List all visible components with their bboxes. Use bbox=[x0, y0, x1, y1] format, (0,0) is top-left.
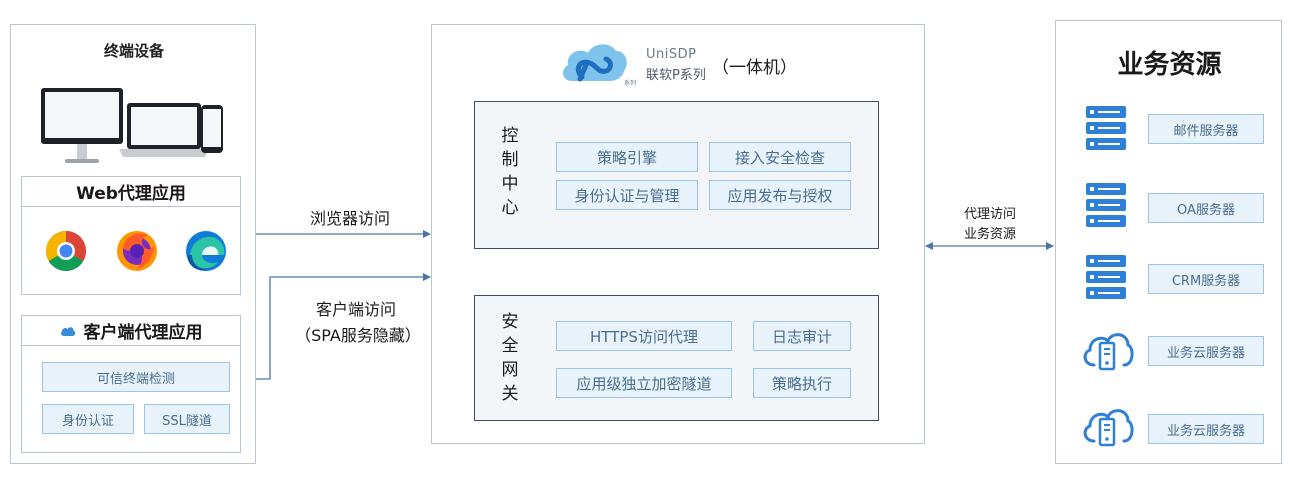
policy-enforcement-button[interactable]: 策略执行 bbox=[753, 368, 851, 398]
app-publish-authorize-button[interactable]: 应用发布与授权 bbox=[709, 180, 851, 210]
identity-auth-button[interactable]: 身份认证 bbox=[42, 404, 134, 434]
logo-sub-label: 系列 bbox=[624, 80, 637, 87]
server-icon bbox=[1086, 106, 1126, 150]
business-resources-panel: 业务资源 邮件服务器 OA服务器 CRM服务器 业务云服务器 业务云服务器 bbox=[1055, 20, 1282, 464]
ssl-tunnel-button[interactable]: SSL隧道 bbox=[144, 404, 230, 434]
https-proxy-button[interactable]: HTTPS访问代理 bbox=[556, 321, 732, 351]
browser-access-label: 浏览器访问 bbox=[309, 209, 390, 228]
edge-icon[interactable] bbox=[184, 229, 228, 273]
trusted-terminal-check-button[interactable]: 可信终端检测 bbox=[42, 362, 230, 392]
cloud-server-button[interactable]: 业务云服务器 bbox=[1148, 414, 1264, 444]
client-proxy-title-row: 客户端代理应用 bbox=[22, 316, 240, 346]
devices-icon bbox=[41, 88, 223, 163]
proxy-access-label: 代理访问 bbox=[963, 207, 1016, 222]
cloud-server-icon bbox=[1083, 409, 1134, 447]
server-icon bbox=[1086, 183, 1126, 227]
terminal-devices-panel: 终端设备 Web代理应用 bbox=[10, 24, 256, 464]
firefox-icon[interactable] bbox=[114, 227, 160, 273]
client-proxy-title: 客户端代理应用 bbox=[83, 323, 203, 343]
business-resources-title: 业务资源 bbox=[1117, 49, 1222, 80]
web-proxy-box: Web代理应用 bbox=[21, 176, 241, 295]
encrypted-tunnel-button[interactable]: 应用级独立加密隧道 bbox=[556, 368, 732, 398]
oa-server-button[interactable]: OA服务器 bbox=[1148, 193, 1264, 223]
business-resource-label: 业务资源 bbox=[963, 227, 1016, 242]
client-proxy-box: 客户端代理应用 可信终端检测 身份认证 SSL隧道 bbox=[21, 315, 241, 453]
client-arrow bbox=[242, 273, 431, 383]
identity-management-button[interactable]: 身份认证与管理 bbox=[556, 180, 698, 210]
control-center-zone: 控 制 中 心 策略引擎 接入安全检查 身份认证与管理 应用发布与授权 bbox=[474, 101, 879, 249]
cloud-server-icon bbox=[1083, 333, 1134, 371]
appliance-suffix: （一体机） bbox=[712, 58, 797, 78]
control-center-title: 控 制 中 心 bbox=[501, 126, 519, 218]
cloud-logo-icon bbox=[60, 326, 75, 336]
log-audit-button[interactable]: 日志审计 bbox=[753, 321, 851, 351]
mail-server-button[interactable]: 邮件服务器 bbox=[1148, 114, 1264, 144]
server-icon bbox=[1086, 255, 1126, 299]
sdp-appliance-panel: 系列 UniSDP 联软P系列 （一体机） 控 制 中 心 策略引擎 接入安全检… bbox=[431, 24, 925, 444]
logo-brand-name: UniSDP bbox=[646, 47, 697, 62]
client-access-label: 客户端访问 bbox=[315, 300, 396, 319]
unisdp-logo-icon bbox=[563, 44, 627, 82]
spa-hidden-label: （SPA服务隐藏） bbox=[295, 326, 421, 345]
chrome-icon[interactable] bbox=[44, 229, 88, 273]
security-gateway-title: 安 全 网 关 bbox=[501, 312, 519, 404]
crm-server-button[interactable]: CRM服务器 bbox=[1148, 264, 1264, 294]
logo-series-name: 联软P系列 bbox=[646, 68, 706, 83]
security-gateway-zone: 安 全 网 关 HTTPS访问代理 日志审计 应用级独立加密隧道 策略执行 bbox=[474, 295, 879, 421]
access-security-check-button[interactable]: 接入安全检查 bbox=[709, 142, 851, 172]
web-proxy-title: Web代理应用 bbox=[22, 177, 240, 207]
policy-engine-button[interactable]: 策略引擎 bbox=[556, 142, 698, 172]
cloud-server-button[interactable]: 业务云服务器 bbox=[1148, 336, 1264, 366]
terminal-devices-title: 终端设备 bbox=[103, 41, 164, 60]
